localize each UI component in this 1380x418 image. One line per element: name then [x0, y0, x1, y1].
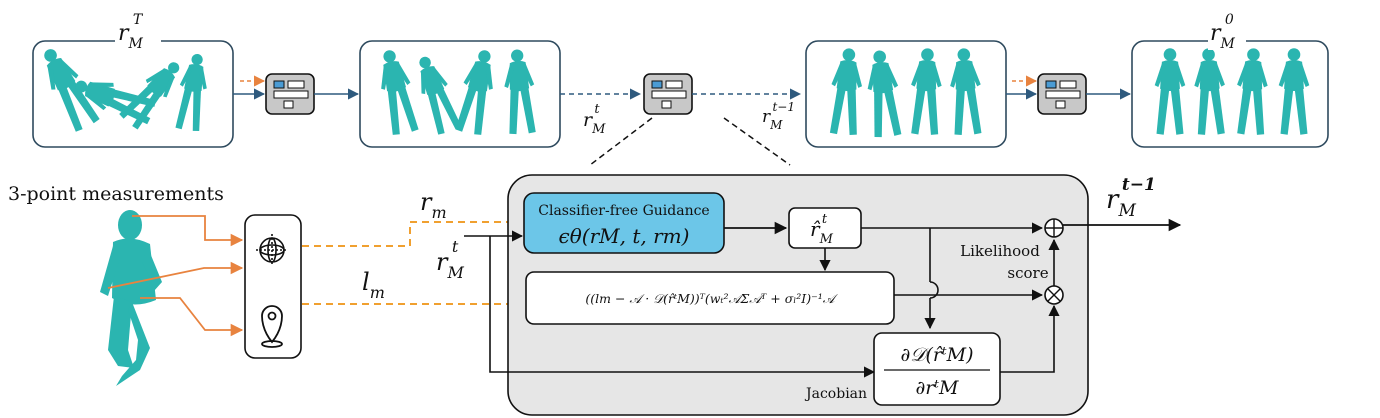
- cfg-box: [523, 192, 725, 254]
- cfg-formula: ϵθ(rM, t, rm): [559, 224, 690, 248]
- likelihood-label-2: score: [1007, 264, 1048, 282]
- motion-panel-2: [359, 40, 561, 148]
- label-rMt1-top: rMt−1: [762, 100, 795, 132]
- jacobian-denominator: ∂rᵗM: [915, 377, 959, 399]
- denoise-network-mid: [643, 73, 693, 115]
- rhat-label: r̂Mt: [810, 212, 834, 247]
- denoise-network-3: [1037, 73, 1087, 115]
- motion-panel-start: [32, 40, 234, 148]
- likelihood-label-1: Likelihood: [960, 242, 1040, 260]
- denoise-network-1: [265, 73, 315, 115]
- likelihood-formula: ((lm − 𝒜 · 𝒟(r̂ᵗM))ᵀ(wₜ²𝒜Σ𝒜ᵀ + σₗ²I)⁻¹𝒜: [585, 291, 838, 306]
- jacobian-numerator: ∂𝒟(r̂ᵗM): [900, 344, 973, 366]
- multiply-operator: [1044, 285, 1064, 305]
- label-rMt-input: rMt: [436, 237, 464, 282]
- motion-panel-end: [1131, 40, 1329, 148]
- output-label: rMt−1: [1106, 175, 1156, 221]
- cfg-title: Classifier-free Guidance: [538, 203, 709, 219]
- label-rm: rm: [420, 188, 447, 222]
- jacobian-label: Jacobian: [804, 386, 867, 402]
- location-pin-icon: [261, 305, 283, 348]
- label-lm: lm: [362, 268, 385, 302]
- measurements-title: 3-point measurements: [8, 183, 224, 205]
- motion-panel-3: [805, 40, 1007, 148]
- add-operator: [1044, 218, 1064, 238]
- sensor-box: [244, 214, 302, 359]
- measurement-lines: [107, 215, 244, 337]
- likelihood-box: [525, 271, 895, 325]
- jacobian-box: [873, 332, 1001, 406]
- measured-figure: [100, 210, 162, 386]
- label-rMt-top: rMt: [583, 102, 606, 137]
- orientation-icon: [256, 234, 288, 266]
- label-rMT: rMT: [118, 12, 144, 52]
- label-rM0: rM0: [1210, 12, 1236, 52]
